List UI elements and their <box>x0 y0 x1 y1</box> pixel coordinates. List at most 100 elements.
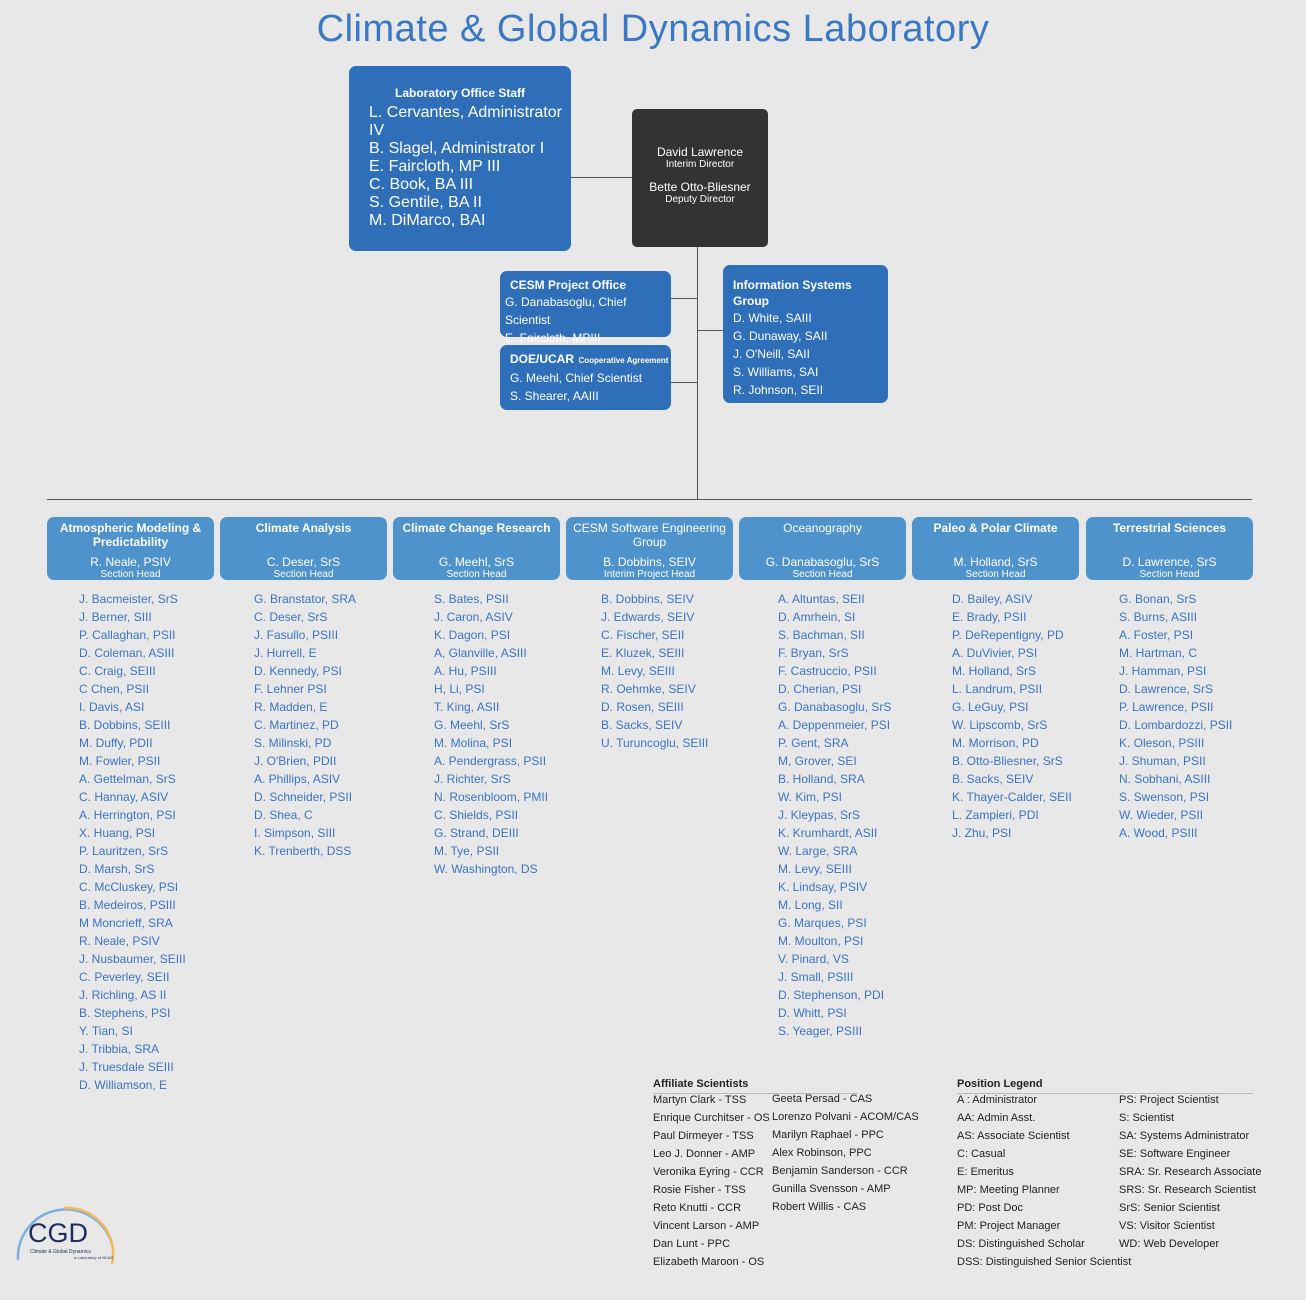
legend-item: PM: Project Manager <box>957 1220 1061 1232</box>
legend-item: WD: Web Developer <box>1119 1238 1220 1250</box>
member-item: M Moncrieff, SRA <box>79 916 173 930</box>
member-item: P. DeRepentigny, PD <box>952 628 1064 642</box>
doe-title: DOE/UCAR <box>510 352 575 366</box>
member-item: J. Richling, AS II <box>79 988 167 1002</box>
logo-text: CGD <box>28 1218 88 1248</box>
legend-item: E: Emeritus <box>957 1166 1014 1178</box>
legend-item: MP: Meeting Planner <box>957 1184 1060 1196</box>
legend-item: AA: Admin Asst. <box>957 1112 1036 1124</box>
affiliate-item: Dan Lunt - PPC <box>653 1238 731 1250</box>
member-item: M. Holland, SrS <box>952 664 1037 678</box>
section-title: Climate Change Research <box>402 521 551 535</box>
member-item: S. Yeager, PSIII <box>778 1024 863 1038</box>
member-item: X. Huang, PSI <box>79 826 156 840</box>
member-item: M. Moulton, PSI <box>778 934 864 948</box>
section-head-role: Section Head <box>100 569 161 580</box>
member-item: D. Lombardozzi, PSII <box>1119 718 1233 732</box>
member-item: S. Milinski, PD <box>254 736 332 750</box>
member-item: G. Bonan, SrS <box>1119 592 1197 606</box>
member-item: R. Neale, PSIV <box>79 934 160 948</box>
member-item: C. Peverley, SEII <box>79 970 170 984</box>
staff-member: L. Cervantes, Administrator IV <box>369 104 562 139</box>
affiliate-item: Elizabeth Maroon - OS <box>653 1256 765 1268</box>
affiliate-item: Veronika Eyring - CCR <box>653 1166 764 1178</box>
member-item: L. Landrum, PSII <box>952 682 1043 696</box>
doe-ucar-box: DOE/UCAR Cooperative Agreement G. Meehl,… <box>500 345 671 410</box>
member-item: D. Williamson, E <box>79 1078 168 1092</box>
member-item: A. Herrington, PSI <box>79 808 176 822</box>
member-item: I. Simpson, SIII <box>254 826 336 840</box>
member-item: B. Sacks, SEIV <box>952 772 1034 786</box>
legend-item: S: Scientist <box>1119 1112 1175 1124</box>
connector-line <box>670 298 697 299</box>
section-head-name: C. Deser, SrS <box>266 555 341 569</box>
section-header: Oceanography G. Danabasoglu, SrS Section… <box>739 517 906 580</box>
staff-member: B. Slagel, Administrator I <box>369 140 545 157</box>
member-item: M. Duffy, PDII <box>79 736 153 750</box>
member-item: S. Bachman, SII <box>778 628 865 642</box>
member-item: M. Levy, SEIII <box>601 664 675 678</box>
section-head-role: Section Head <box>273 569 334 580</box>
section-head-role: Interim Project Head <box>603 569 696 580</box>
member-item: J. Caron, ASIV <box>434 610 513 624</box>
member-item: A. Wood, PSIII <box>1119 826 1198 840</box>
info-systems-box: Information Systems Group D. White, SAII… <box>723 265 888 403</box>
member-item: D. Whitt, PSI <box>778 1006 847 1020</box>
member-item: R. Oehmke, SEIV <box>601 682 696 696</box>
cesm-project-office-box: CESM Project Office G. Danabasoglu, Chie… <box>500 271 671 345</box>
member-item: J. Nusbaumer, SEIII <box>79 952 186 966</box>
member-item: D. Cherian, PSI <box>778 682 862 696</box>
member-item: J. Fasullo, PSIII <box>254 628 339 642</box>
member-item: C Chen, PSII <box>79 682 150 696</box>
member-item: J. Edwards, SEIV <box>601 610 695 624</box>
legend-item: VS: Visitor Scientist <box>1119 1220 1215 1232</box>
member-item: A. Foster, PSI <box>1119 628 1194 642</box>
director-name: David Lawrence <box>656 145 744 159</box>
member-item: F. Bryan, SrS <box>778 646 849 660</box>
section-head-role: Section Head <box>965 569 1026 580</box>
affiliate-item: Martyn Clark - TSS <box>653 1094 747 1106</box>
member-item: P. Callaghan, PSII <box>79 628 176 642</box>
member-item: D. Marsh, SrS <box>79 862 155 876</box>
member-item: T. King, ASII <box>434 700 500 714</box>
member-item: B. Holland, SRA <box>778 772 865 786</box>
isg-title: Information Systems Group <box>733 278 852 308</box>
section-head-role: Section Head <box>1139 569 1200 580</box>
affiliate-item: Alex Robinson, PPC <box>772 1147 872 1159</box>
member-item: D. Amrhein, SI <box>778 610 856 624</box>
staff-member: E. Faircloth, MPIII <box>505 331 601 345</box>
director-box: David Lawrence Interim Director Bette Ot… <box>632 109 768 247</box>
affiliate-item: Vincent Larson - AMP <box>653 1220 760 1232</box>
logo-tagline: a Laboratory of NCAR <box>74 1255 114 1260</box>
staff-member: G. Danabasoglu, Chief Scientist <box>505 295 627 327</box>
member-item: C. Hannay, ASIV <box>79 790 169 804</box>
member-item: K. Oleson, PSIII <box>1119 736 1205 750</box>
member-item: A. Pendergrass, PSII <box>434 754 547 768</box>
member-item: B. Stephens, PSI <box>79 1006 171 1020</box>
section-head-name: G. Danabasoglu, SrS <box>765 555 880 569</box>
member-item: S. Bates, PSII <box>434 592 509 606</box>
member-item: L. Zampieri, PDI <box>952 808 1039 822</box>
section-title: Terrestrial Sciences <box>1112 521 1227 535</box>
section-header: Climate Analysis C. Deser, SrS Section H… <box>220 517 387 580</box>
member-item: M. Tye, PSII <box>434 844 500 858</box>
affiliate-item: Marilyn Raphael - PPC <box>772 1129 884 1141</box>
member-item: J. Bacmeister, SrS <box>79 592 178 606</box>
member-item: P. Lauritzen, SrS <box>79 844 169 858</box>
member-item: E. Brady, PSII <box>952 610 1027 624</box>
affiliate-item: Paul Dirmeyer - TSS <box>653 1130 754 1142</box>
affiliate-item: Lorenzo Polvani - ACOM/CAS <box>772 1111 919 1123</box>
office-staff-box: Laboratory Office Staff L. Cervantes, Ad… <box>349 66 571 251</box>
member-item: G. LeGuy, PSI <box>952 700 1029 714</box>
section-header: CESM Software Engineering Group B. Dobbi… <box>566 517 733 580</box>
member-item: M. Hartman, C <box>1119 646 1198 660</box>
member-item: P. Gent, SRA <box>778 736 849 750</box>
member-item: A. Hu, PSIII <box>434 664 497 678</box>
legend-item: DSS: Distinguished Senior Scientist <box>957 1256 1132 1268</box>
section-head-name: D. Lawrence, SrS <box>1122 555 1217 569</box>
member-item: W. Large, SRA <box>778 844 858 858</box>
legend-item: SRS: Sr. Research Scientist <box>1119 1184 1256 1196</box>
